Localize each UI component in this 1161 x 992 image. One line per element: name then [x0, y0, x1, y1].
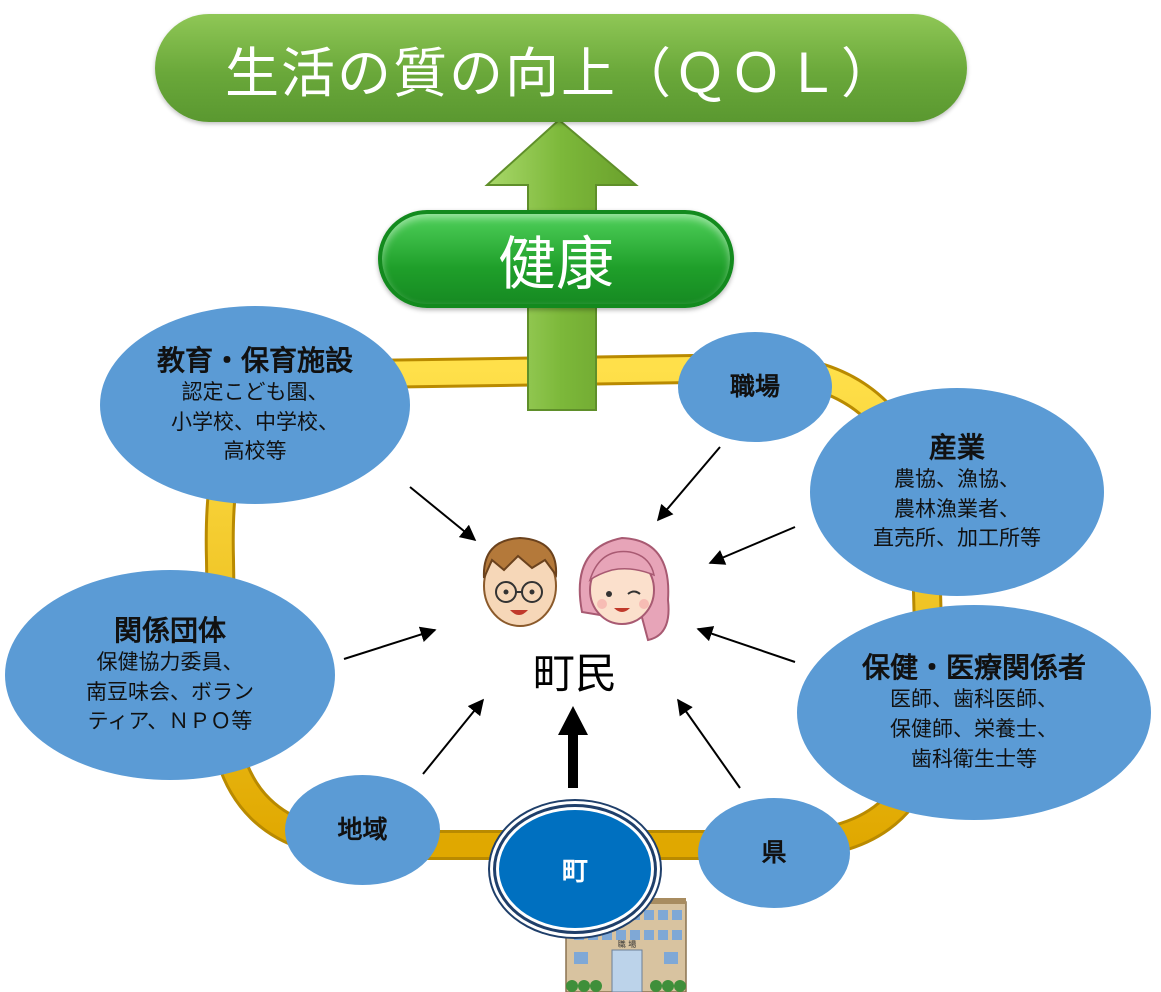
bubble-prefecture: 県	[698, 798, 850, 908]
groups-line-3: ティア、ＮＰＯ等	[87, 709, 253, 734]
arrow-health-pro	[696, 626, 796, 663]
bubble-education: 教育・保育施設 認定こども園、 小学校、中学校、 高校等	[100, 306, 410, 504]
bubble-health-professionals: 保健・医療関係者 医師、歯科医師、 保健師、栄養士、 歯科衛生士等	[797, 605, 1151, 820]
woman-face-illustration	[578, 536, 670, 642]
industry-line-2: 農林漁業者、	[894, 496, 1020, 521]
man-face-illustration	[482, 536, 558, 627]
bubble-region: 地域	[285, 775, 440, 885]
health-pro-line-2: 保健師、栄養士、	[890, 717, 1058, 742]
arrow-groups	[343, 626, 437, 660]
workplace-title: 職場	[729, 372, 780, 402]
health-pro-line-3: 歯科衛生士等	[911, 746, 1037, 771]
arrow-industry	[708, 526, 796, 565]
qol-title: 生活の質の向上（ＱＯＬ）	[225, 41, 897, 105]
qol-banner: 生活の質の向上（ＱＯＬ）	[155, 14, 967, 122]
groups-line-1: 保健協力委員、	[96, 649, 244, 674]
health-label: 健康	[497, 230, 614, 298]
education-title: 教育・保育施設	[156, 343, 353, 377]
industry-line-3: 直売所、加工所等	[873, 526, 1041, 551]
arrow-prefecture	[677, 698, 741, 789]
health-pill: 健康	[378, 210, 734, 308]
residents-label: 町民	[532, 649, 617, 698]
bubble-workplace: 職場	[678, 332, 832, 442]
education-line-3: 高校等	[223, 439, 287, 464]
bubble-groups: 関係団体 保健協力委員、 南豆味会、ボラン ティア、ＮＰＯ等	[5, 570, 335, 780]
arrow-town	[558, 706, 588, 788]
groups-title: 関係団体	[113, 613, 226, 647]
bubble-industry: 産業 農協、漁協、 農林漁業者、 直売所、加工所等	[810, 388, 1104, 596]
industry-title: 産業	[928, 430, 985, 464]
arrow-region	[422, 698, 485, 775]
education-line-1: 認定こども園、	[181, 379, 329, 404]
groups-line-2: 南豆味会、ボラン	[86, 679, 254, 704]
building-sign: 職 場	[618, 939, 637, 949]
arrow-workplace	[656, 446, 721, 522]
industry-line-1: 農協、漁協、	[894, 466, 1020, 491]
town-circle: 町	[496, 807, 654, 931]
town-label: 町	[561, 856, 588, 887]
education-line-2: 小学校、中学校、	[171, 409, 339, 434]
prefecture-title: 県	[761, 838, 787, 868]
region-title: 地域	[337, 815, 388, 845]
health-pro-line-1: 医師、歯科医師、	[890, 687, 1058, 712]
arrow-education	[409, 486, 477, 542]
health-pro-title: 保健・医療関係者	[861, 651, 1086, 685]
